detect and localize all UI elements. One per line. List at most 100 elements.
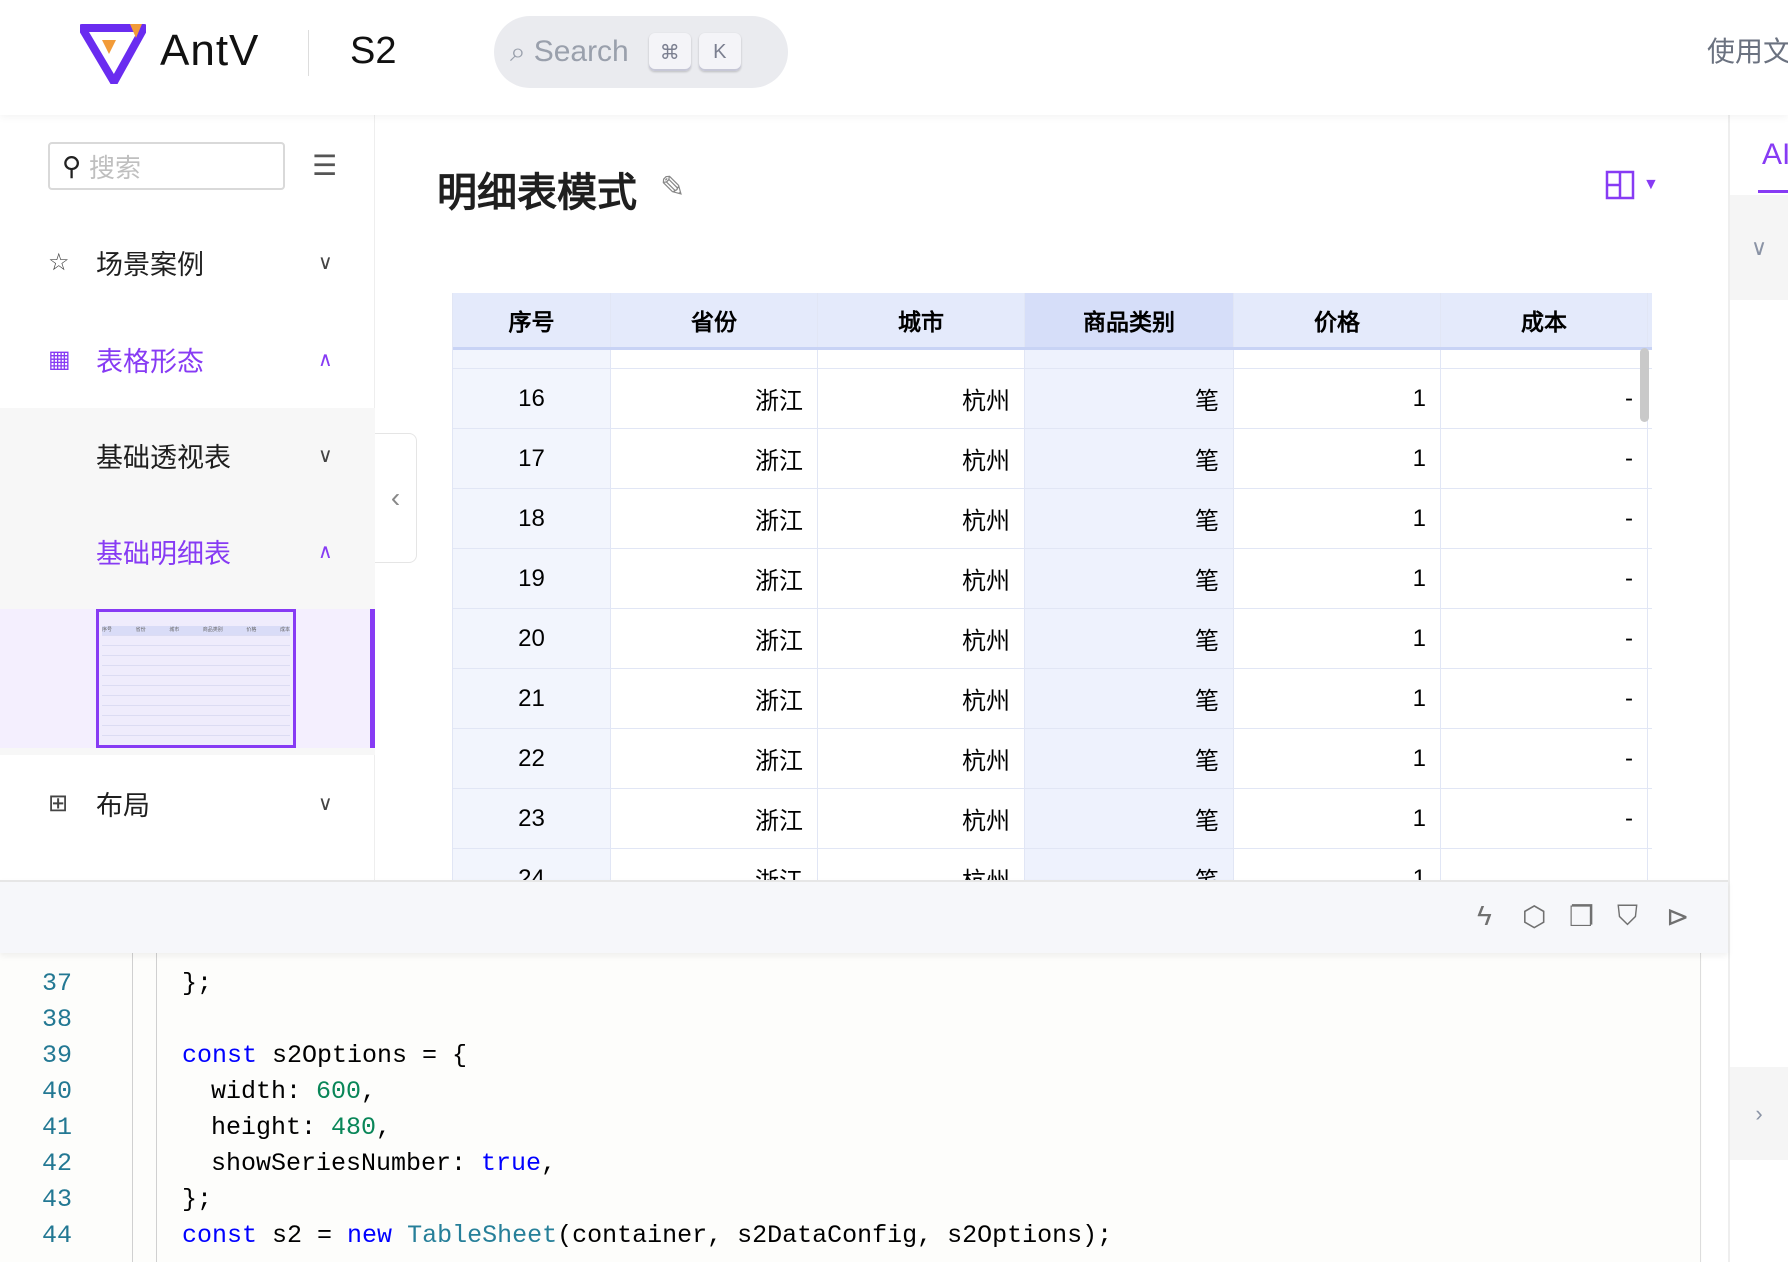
thumbnail-row xyxy=(102,726,290,736)
nav-docs-link[interactable]: 使用文 xyxy=(1707,36,1788,67)
codesandbox-icon[interactable]: ⬡ xyxy=(1522,901,1547,932)
thumbnail-row xyxy=(102,646,290,656)
code-line[interactable]: 38 xyxy=(0,1001,1700,1037)
line-number: 44 xyxy=(41,1220,72,1250)
cell-cost: - xyxy=(1441,729,1648,788)
tab-ai[interactable]: AI xyxy=(1762,138,1788,171)
cell-category: 笔 xyxy=(1025,789,1234,848)
cell-serial: 22 xyxy=(453,729,611,788)
line-number: 40 xyxy=(41,1076,72,1106)
cell-city: 杭州 xyxy=(818,489,1025,548)
collapse-sidebar-button[interactable]: ‹ xyxy=(375,433,417,563)
play-icon[interactable]: ⊳ xyxy=(1666,901,1690,932)
code-token: showSeriesNumber: xyxy=(211,1148,482,1178)
column-header-category[interactable]: 商品类别 xyxy=(1025,293,1234,347)
cell-province: 浙江 xyxy=(611,609,818,668)
cell-price: 1 xyxy=(1234,429,1441,488)
cell-category: 笔 xyxy=(1025,729,1234,788)
indent-guide xyxy=(132,953,133,1262)
product-name[interactable]: S2 xyxy=(350,30,397,72)
lightning-icon[interactable]: ϟ xyxy=(1477,900,1492,931)
code-text: }; xyxy=(182,969,212,998)
cell-price: 1 xyxy=(1234,549,1441,608)
table-row[interactable]: 24浙江杭州笔1 xyxy=(453,849,1652,880)
thumbnail-row xyxy=(102,656,290,666)
sidebar-item-basic-pivot[interactable]: 基础透视表 ∨ xyxy=(0,425,372,485)
column-header-cost[interactable]: 成本 xyxy=(1441,293,1648,347)
sidebar-item-basic-table[interactable]: 基础明细表 ∧ xyxy=(0,521,372,581)
sidebar-search-input[interactable]: ⚲ 搜索 xyxy=(48,142,285,190)
column-header-city[interactable]: 城市 xyxy=(818,293,1025,347)
edit-icon[interactable]: ✎ xyxy=(660,171,686,204)
code-line[interactable]: 37}; xyxy=(0,965,1700,1001)
cell-province: 浙江 xyxy=(611,729,818,788)
expand-panel-button[interactable]: ∨ xyxy=(1730,195,1788,300)
table-cell xyxy=(818,350,1025,368)
shortcut-key-cmd: ⌘ xyxy=(648,33,691,71)
antv-logo-icon[interactable] xyxy=(80,24,146,84)
table-row-partial xyxy=(453,350,1652,369)
column-header-serial[interactable]: 序号 xyxy=(453,293,611,347)
sidebar-item-scenarios[interactable]: ☆ 场景案例 ∨ xyxy=(0,232,372,292)
sidebar-item-table-forms[interactable]: ▦ 表格形态 ∧ xyxy=(0,329,372,389)
table-scrollbar[interactable] xyxy=(1640,348,1649,422)
sort-icon[interactable]: ☰ xyxy=(312,150,338,181)
grid-icon: ⊞ xyxy=(48,789,69,817)
code-toolbar: ϟ ⬡ ❐ ⛉ ⊳ xyxy=(0,880,1728,953)
cell-price: 1 xyxy=(1234,849,1441,880)
layout-switch-button[interactable]: ▼ xyxy=(1605,170,1659,200)
code-token: height: xyxy=(211,1112,332,1142)
cell-category: 笔 xyxy=(1025,369,1234,428)
code-token: }; xyxy=(182,1184,213,1214)
search-placeholder: 搜索 xyxy=(89,152,142,183)
editor-scrollbar-track[interactable] xyxy=(1700,953,1701,1262)
expand-right-button[interactable]: › xyxy=(1730,1067,1788,1160)
chevron-down-icon: ∨ xyxy=(318,792,333,815)
cell-cost xyxy=(1441,849,1648,880)
sidebar-item-layout[interactable]: ⊞ 布局 ∨ xyxy=(0,773,372,833)
example-thumbnail[interactable]: 序号 省份 城市 商品类别 价格 成本 xyxy=(96,609,296,748)
chevron-down-icon: ∨ xyxy=(1750,234,1768,260)
code-text: showSeriesNumber: true, xyxy=(211,1149,556,1178)
code-token: s2Options = { xyxy=(257,1040,468,1070)
cell-province: 浙江 xyxy=(611,549,818,608)
code-token: TableSheet xyxy=(407,1220,558,1250)
code-token: const xyxy=(182,1220,258,1250)
cell-province: 浙江 xyxy=(611,849,818,880)
column-header-province[interactable]: 省份 xyxy=(611,293,818,347)
code-text: height: 480, xyxy=(211,1113,391,1142)
cell-price: 1 xyxy=(1234,729,1441,788)
chevron-up-icon: ∧ xyxy=(318,540,333,563)
code-line[interactable]: 43}; xyxy=(0,1181,1700,1217)
column-header-price[interactable]: 价格 xyxy=(1234,293,1441,347)
line-number: 39 xyxy=(41,1040,72,1070)
cell-city: 杭州 xyxy=(818,669,1025,728)
html5-icon[interactable]: ⛉ xyxy=(1617,900,1639,931)
page-title: 明细表模式 xyxy=(437,171,637,215)
copy-icon[interactable]: ❐ xyxy=(1569,901,1595,932)
brand-name[interactable]: AntV xyxy=(160,26,260,75)
cell-serial: 18 xyxy=(453,489,611,548)
thumbnail-header: 序号 省份 城市 商品类别 价格 成本 xyxy=(102,626,290,636)
doc-search-button[interactable]: ⌕ Search ⌘ K xyxy=(494,16,788,88)
cell-serial: 16 xyxy=(453,369,611,428)
code-token xyxy=(392,1221,407,1250)
code-line[interactable]: 39 const s2Options = { xyxy=(0,1037,1700,1073)
code-token: }; xyxy=(182,968,213,998)
code-token: s2 = xyxy=(257,1220,348,1250)
code-text: const s2Options = { xyxy=(182,1041,467,1070)
